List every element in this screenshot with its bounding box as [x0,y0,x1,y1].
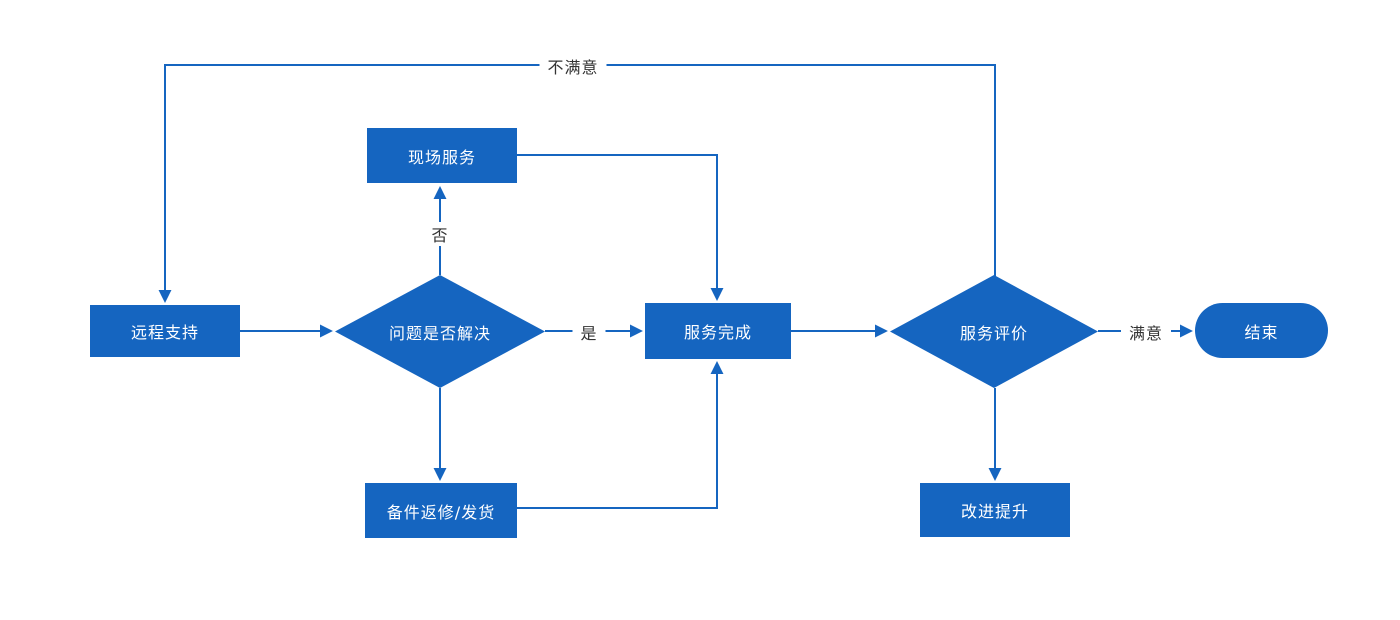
node-service-complete-label: 服务完成 [683,323,752,342]
node-end-terminator: 结束 [1195,303,1328,358]
edge-label-satisfied: 满意 [1120,320,1172,344]
node-onsite-service: 现场服务 [367,128,517,183]
node-problem-solved-label: 问题是否解决 [388,323,491,343]
node-parts-repair-shipping: 备件返修/发货 [365,483,517,538]
edge-parts-to-complete [517,361,724,509]
edge-label-dissatisfied: 不满意 [539,54,607,78]
node-service-evaluation-label: 服务评价 [959,323,1028,343]
edge-eval-to-remote-feedback [158,64,996,303]
node-remote-support: 远程支持 [90,305,240,357]
node-onsite-service-label: 现场服务 [407,147,476,167]
edge-label-no: 否 [423,222,457,246]
edge-onsite-to-complete [517,154,724,301]
node-parts-repair-shipping-label: 备件返修/发货 [386,502,496,522]
node-end-label: 结束 [1244,322,1279,342]
node-improvement: 改进提升 [920,483,1070,537]
node-remote-support-label: 远程支持 [130,323,199,342]
edge-label-yes: 是 [572,320,606,344]
node-improvement-label: 改进提升 [960,502,1029,521]
node-service-complete: 服务完成 [645,303,791,359]
